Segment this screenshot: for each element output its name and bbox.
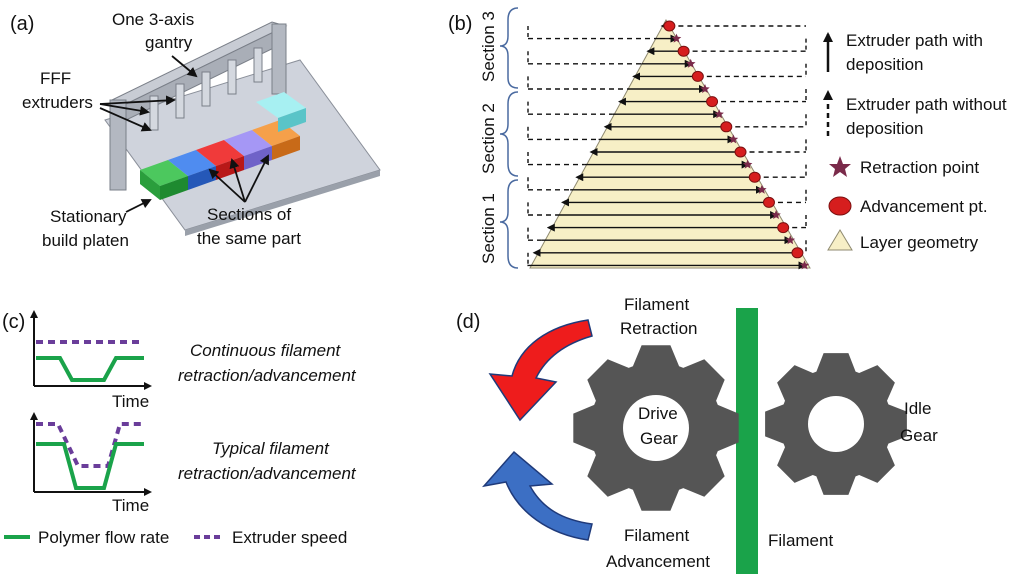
idle-gear-label-line1: Idle [904,399,931,418]
extruders-label-line2: extruders [22,93,93,112]
typical-caption-line2: retraction/advancement [178,464,357,483]
typical-plot: Time [30,412,152,515]
advancement-label-line1: Filament [624,526,689,545]
legend-layer-label: Layer geometry [860,233,979,252]
gantry-label-line1: One 3-axis [112,10,194,29]
panel-b-legend: Extruder path with deposition Extruder p… [823,31,1007,252]
retraction-point [700,84,710,93]
sections-arrows [208,154,269,203]
advancement-point [663,20,676,32]
extruders-arrows [99,95,176,132]
advancement-point [706,96,719,108]
retraction-point [785,235,796,245]
panel-d-label: (d) [456,311,480,333]
retraction-point [671,33,682,43]
path-markers [663,20,810,270]
filament-label: Filament [768,531,833,550]
panel-b: (b) Section 3 Section 2 Section 1 Extrud… [448,7,1007,270]
continuous-flow-line [36,356,144,382]
legend-flow-label: Polymer flow rate [38,528,169,547]
retraction-point [728,134,739,144]
platen-label-line2: build platen [42,231,129,250]
advancement-point [677,45,690,57]
retraction-point [771,210,781,219]
gantry-arrow [171,55,198,78]
legend-retraction-label: Retraction point [860,158,979,177]
advancement-arrow-icon [482,450,593,541]
idle-gear-icon [765,353,907,495]
filament-strip [736,308,758,574]
platen-arrow [125,199,152,213]
build-platen-edge [185,170,380,236]
panel-b-label: (b) [448,13,472,35]
retraction-label-line2: Retraction [620,319,697,338]
retraction-point [757,184,767,194]
advancement-point [720,121,733,133]
retraction-point [686,58,696,68]
continuous-plot: Time [30,310,152,411]
continuous-caption-line2: retraction/advancement [178,366,357,385]
legend-with-deposition-line2: deposition [846,55,924,74]
layer-geometry-triangle [529,18,811,269]
panel-d: (d) Filament Retraction Filament Advance… [456,295,938,574]
section-block-purple [224,130,272,170]
legend-retraction-star-icon [829,156,851,177]
section-1-label: Section 1 [479,193,498,264]
advancement-point [734,146,747,158]
advancement-point [791,247,804,259]
extruder-paths [527,22,807,270]
section-block-green [140,160,188,200]
advancement-point [748,171,761,183]
panel-a-label: (a) [10,13,34,35]
section-3-label: Section 3 [479,11,498,82]
panel-c: (c) Time Continuous filament retraction/… [2,310,357,547]
retraction-point [799,260,810,270]
panel-c-label: (c) [2,311,25,333]
extruders-label-line1: FFF [40,69,71,88]
advancement-point [777,222,790,234]
platen-label-line1: Stationary [50,207,127,226]
advancement-point [762,196,775,208]
typical-time-label: Time [112,496,149,515]
advancement-point [691,70,704,82]
continuous-time-label: Time [112,392,149,411]
typical-caption-line1: Typical filament [212,439,330,458]
fff-extruders [149,47,263,131]
drive-gear-label-line1: Drive [638,404,678,423]
idle-gear-label-line2: Gear [900,426,938,445]
continuous-caption-line1: Continuous filament [190,341,342,360]
panel-a: (a) [10,10,381,250]
retraction-point [714,109,724,119]
sections-label-line1: Sections of [207,205,291,224]
legend-without-deposition-line1: Extruder path without [846,95,1007,114]
gantry-label-line2: gantry [145,33,193,52]
legend-without-deposition-line2: deposition [846,119,924,138]
retraction-arrow-icon [488,319,593,422]
typical-extruder-speed-line [36,422,144,468]
sections-label-line2: the same part [197,229,301,248]
retraction-point [742,159,753,169]
drive-gear-icon [573,345,739,511]
section-braces [499,7,519,269]
legend-advancement-dot-icon [828,196,852,216]
advancement-label-line2: Advancement [606,552,710,571]
section-2-label: Section 2 [479,103,498,174]
legend-speed-label: Extruder speed [232,528,347,547]
legend-advancement-label: Advancement pt. [860,197,988,216]
legend-layer-triangle-icon [827,229,853,251]
legend-with-deposition-line1: Extruder path with [846,31,983,50]
retraction-label-line1: Filament [624,295,689,314]
drive-gear-label-line2: Gear [640,429,678,448]
section-block-cyan [256,92,306,132]
typical-flow-line [36,442,144,490]
